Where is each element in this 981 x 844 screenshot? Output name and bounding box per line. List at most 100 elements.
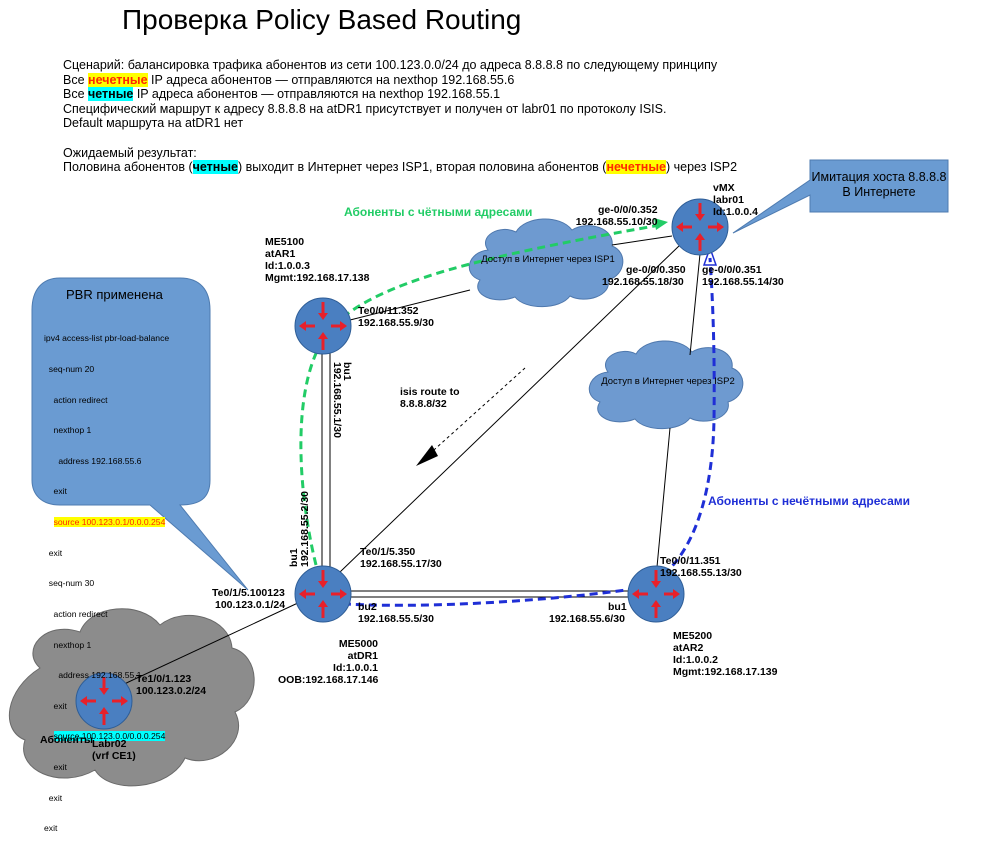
vmx-host-label: Имитация хоста 8.8.8.8 В Интернете: [808, 170, 950, 200]
vmx-host: labr01: [713, 194, 744, 206]
atdr1-label: ME5000 atDR1 Id:1.0.0.1 OOB:192.168.17.1…: [278, 638, 378, 686]
vmx-host-line1: Имитация хоста 8.8.8.8: [811, 170, 947, 184]
expected-odd-hl: нечетные: [606, 160, 666, 175]
vmx-id: Id:1.0.0.4: [713, 206, 758, 218]
even-flow-path: [299, 218, 668, 566]
atar2-host: atAR2: [673, 642, 704, 654]
atdr1-id: Id:1.0.0.1: [333, 662, 378, 674]
vmx-host-callout: [732, 159, 949, 234]
router-atdr1[interactable]: [293, 564, 353, 624]
link-ar1-isp1: [349, 289, 471, 321]
pbr-cfg-line: nexthop 1: [44, 639, 92, 650]
atdr1-model: ME5000: [338, 638, 378, 650]
page-title: Проверка Policy Based Routing: [122, 4, 522, 35]
expected-post: ) через ISP2: [666, 160, 738, 175]
atar1-id: Id:1.0.0.3: [265, 260, 310, 272]
vmx-label: vMX labr01 Id:1.0.0.4: [713, 182, 758, 218]
pbr-cfg-line: exit: [44, 700, 67, 711]
vmx-if-352-name: ge-0/0/0.352: [598, 204, 658, 216]
expected-line: Половина абонентов (четные) выходит в Ин…: [63, 160, 737, 175]
pbr-cfg-line: exit: [44, 823, 58, 834]
ar1-if-te-name: Te0/0/11.352: [358, 305, 419, 317]
atar2-id: Id:1.0.0.2: [673, 654, 718, 666]
vmx-if-352-ip: 192.168.55.10/30: [575, 216, 658, 228]
pbr-bubble: [31, 277, 249, 591]
atdr1-oob: OOB:192.168.17.146: [278, 674, 379, 686]
link-isp1-vmx: [611, 235, 673, 246]
router-atar1[interactable]: [293, 296, 353, 356]
dr1-if-sub-ip: 100.123.0.1/24: [215, 599, 286, 611]
vmx-name: vMX: [713, 182, 735, 194]
pbr-cfg-line: action redirect: [44, 608, 108, 619]
labr02-vrf: (vrf CE1): [92, 750, 136, 762]
expected-pre: Половина абонентов (: [63, 160, 193, 175]
atar2-mgmt: Mgmt:192.168.17.139: [673, 666, 778, 678]
labr02-subscribers-label: Абоненты: [40, 734, 93, 746]
scenario-line2: Все нечетные IP адреса абонентов — отпра…: [63, 72, 737, 88]
pbr-cfg-line: ipv4 access-list pbr-load-balance: [44, 333, 170, 344]
vmx-if-351-ip: 192.168.55.14/30: [702, 276, 784, 288]
dr1-bu2-name: bu2: [358, 601, 377, 613]
atar2-label: ME5200 atAR2 Id:1.0.0.2 Mgmt:192.168.17.…: [673, 630, 777, 678]
pbr-cfg-line: seq-num 30: [44, 578, 95, 589]
dr1-if-te15-ip: 192.168.55.17/30: [360, 558, 442, 570]
pbr-cfg-line: exit: [44, 792, 63, 803]
ar2-bu1-ip: 192.168.55.6/30: [549, 613, 625, 625]
isis-route-line2: 8.8.8.8/32: [400, 398, 447, 410]
vmx-if-351-name: ge-0/0/0.351: [702, 264, 762, 276]
pbr-cfg-line: action redirect: [44, 394, 108, 405]
odd-highlight: нечетные: [88, 72, 148, 87]
pbr-cfg-line: address 192.168.55.1: [44, 670, 142, 681]
odd-flow-path: [329, 245, 718, 607]
scenario-line3-pre: Все: [63, 87, 89, 102]
link-vmx-dr1: [339, 244, 681, 573]
link-dr1-labr02: [119, 601, 301, 687]
network-diagram: [9, 159, 949, 787]
vmx-if-350-name: ge-0/0/0.350: [626, 264, 686, 276]
dr1-if-sub: Te0/1/5.100123 100.123.0.1/24: [212, 587, 285, 611]
link-vmx-isp2: [689, 253, 701, 356]
links: [119, 235, 701, 687]
expected-even-hl: четные: [192, 160, 238, 175]
pbr-config: ipv4 access-list pbr-load-balance seq-nu…: [44, 313, 169, 844]
dr1-bu2-ip: 192.168.55.5/30: [358, 613, 434, 625]
atar1-mgmt: Mgmt:192.168.17.138: [265, 272, 370, 284]
ar2-if-te-name: Te0/0/11.351: [660, 555, 721, 567]
ar2-if-te-ip: 192.168.55.13/30: [660, 567, 742, 579]
pbr-title: PBR применена: [66, 287, 163, 302]
labr02-label: Labr02 (vrf CE1): [92, 738, 136, 762]
ar1-bu1-ip: 192.168.55.1/30: [331, 362, 343, 438]
isp1-label: Доступ в Интернет через ISP1: [481, 254, 615, 265]
atar1-host: atAR1: [265, 248, 296, 260]
vmx-if-350-ip: 192.168.55.18/30: [602, 276, 684, 288]
pbr-cfg-line: exit: [44, 486, 67, 497]
isis-route-label: isis route to 8.8.8.8/32: [400, 386, 460, 410]
expected-title: Ожидаемый результат:: [63, 145, 197, 160]
vmx-if-350: ge-0/0/0.350 192.168.55.18/30: [602, 264, 686, 288]
ar1-if-te-ip: 192.168.55.9/30: [358, 317, 434, 329]
scenario-line2-pre: Все: [63, 72, 89, 87]
scenario-line1: Сценарий: балансировка трафика абонентов…: [63, 58, 718, 72]
scenario-line2-post: IP адреса абонентов — отправляются на ne…: [147, 72, 515, 87]
pbr-source-odd: source 100.123.0.1/0.0.0.254: [53, 517, 166, 528]
vmx-if-351: ge-0/0/0.351 192.168.55.14/30: [702, 264, 784, 288]
dr1-if-te15: Te0/1/5.350 192.168.55.17/30: [360, 546, 442, 570]
pbr-cfg-line: exit: [44, 761, 67, 772]
isis-route-line1: isis route to: [400, 386, 460, 398]
atar2-model: ME5200: [673, 630, 713, 642]
ar1-if-te: Te0/0/11.352 192.168.55.9/30: [358, 305, 434, 329]
scenario-line5: Default маршрута на atDR1 нет: [63, 116, 244, 131]
scenario-line3: Все четные IP адреса абонентов — отправл…: [63, 87, 737, 102]
dr1-if-sub-name: Te0/1/5.100123: [212, 587, 285, 599]
vmx-if-352: ge-0/0/0.352 192.168.55.10/30: [576, 204, 658, 228]
pbr-cfg-line: address 192.168.55.6: [44, 455, 142, 466]
dr1-if-te15-name: Te0/1/5.350: [360, 546, 416, 558]
isp2-cloud: [588, 340, 744, 430]
pbr-cfg-line: seq-num 20: [44, 364, 95, 375]
pbr-source-even: source 100.123.0.0/0.0.0.254: [53, 731, 166, 742]
labr02-if-ip: 100.123.0.2/24: [136, 685, 207, 697]
vmx-host-line2: В Интернете: [842, 185, 916, 199]
scenario-text: Сценарий: балансировка трафика абонентов…: [63, 58, 737, 175]
atar1-model: ME5100: [265, 236, 305, 248]
atar1-label: ME5100 atAR1 Id:1.0.0.3 Mgmt:192.168.17.…: [265, 236, 369, 284]
